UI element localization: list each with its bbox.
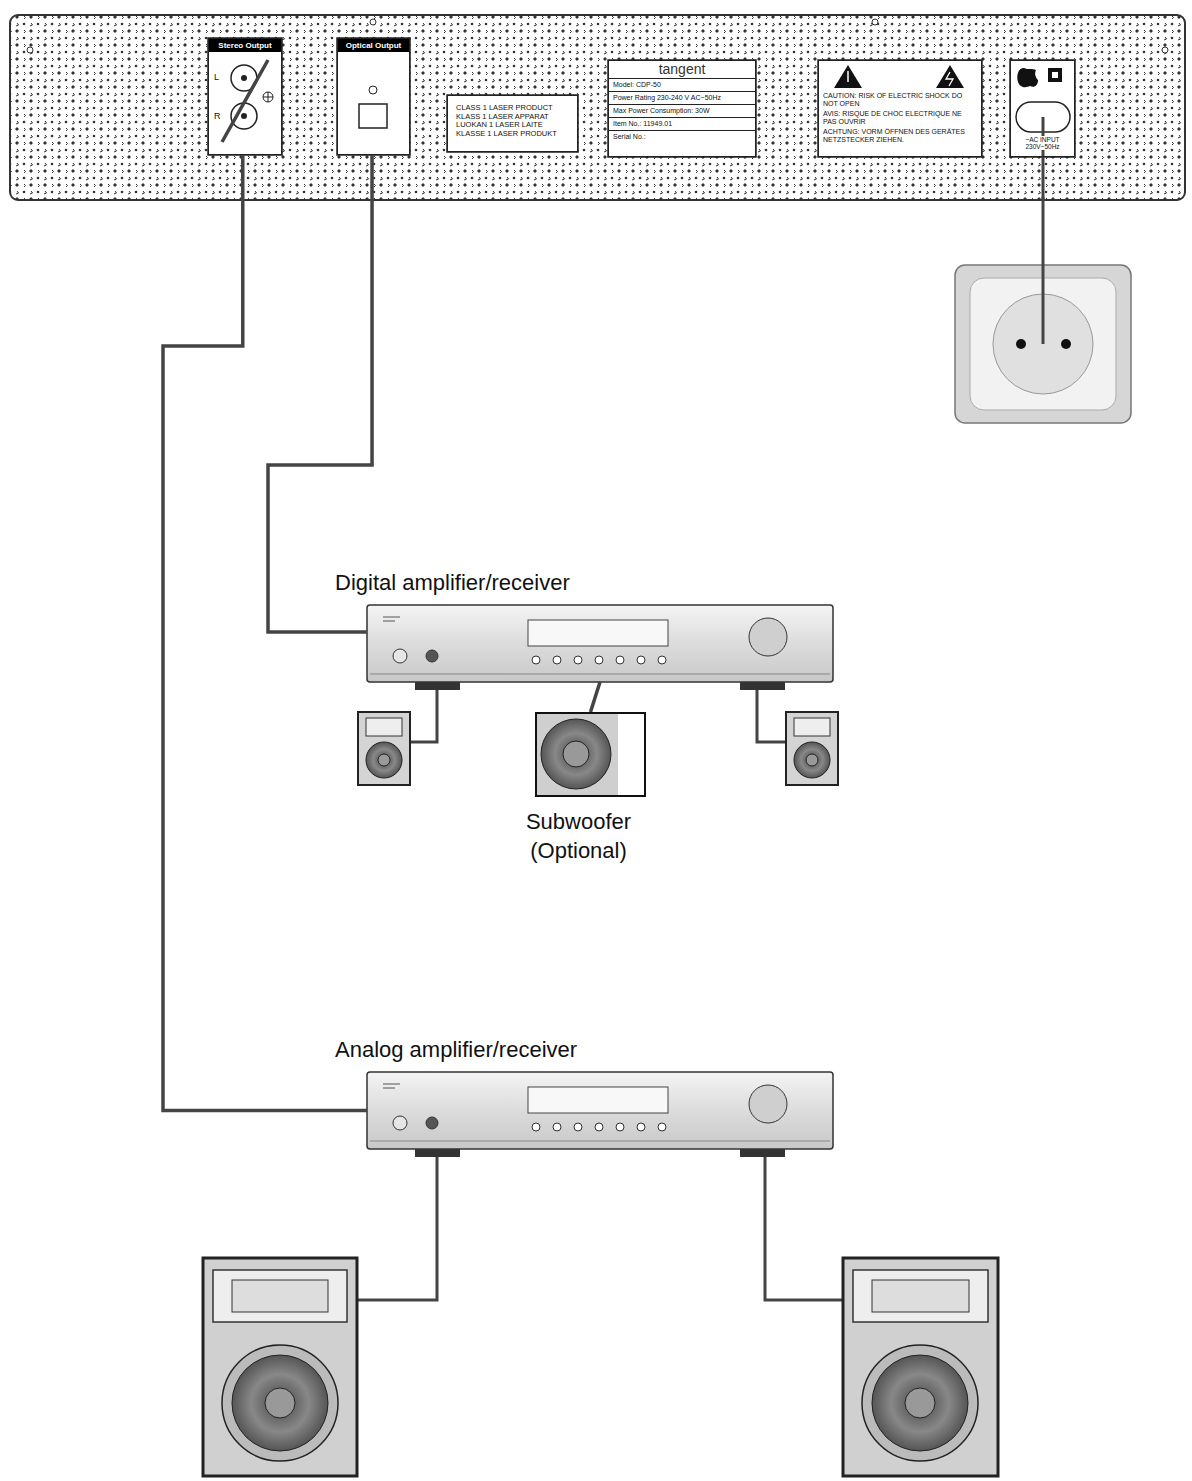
warning-text: CLASS 1 LASER PRODUCT: [456, 104, 571, 113]
rating-label: tangentModel: CDP-50Power Rating 230-240…: [608, 60, 756, 157]
warning-text: KLASSE 1 LASER PRODUKT: [456, 130, 571, 139]
warning-text: AVIS: RISQUE DE CHOC ELECTRIQUE NE PAS O…: [823, 110, 977, 126]
output-panel: Stereo OutputL R: [208, 38, 282, 155]
power-inlet-panel: ~AC INPUT 230V~50Hz: [1010, 60, 1075, 157]
large-speaker: [843, 1258, 998, 1476]
subwoofer: [535, 712, 618, 797]
laser-label: CLASS 1 LASER PRODUCTKLASS 1 LASER APPAR…: [447, 95, 578, 152]
signal-cable: [268, 155, 372, 632]
amplifier-body: [367, 605, 833, 690]
small-speaker: [786, 712, 838, 785]
caution-label: CAUTION: RISK OF ELECTRIC SHOCK DO NOT O…: [818, 60, 982, 157]
back-panel: [10, 15, 1185, 200]
mains-lead: [1042, 197, 1045, 344]
output-panel: Optical Output: [337, 38, 410, 155]
signal-cable: [591, 682, 601, 712]
small-speaker: [358, 712, 410, 785]
panel-heading: Stereo Output: [209, 39, 281, 52]
wall-socket: [955, 117, 1131, 423]
device-label: Digital amplifier/receiver: [335, 570, 570, 596]
warning-text: LUOKAN 1 LASER LAITE: [456, 121, 571, 130]
optical-port: [359, 86, 387, 128]
mains-lead-panel: [1043, 157, 1044, 200]
device-label: Subwoofer (Optional): [515, 808, 642, 865]
rating-text: Power Rating 230-240 V AC~50Hz: [609, 92, 755, 105]
amplifier: Analog amplifier/receiver: [367, 1072, 833, 1149]
rating-text: Model: CDP-50: [609, 79, 755, 92]
channel-label: L: [214, 72, 219, 82]
warning-text: CAUTION: RISK OF ELECTRIC SHOCK DO NOT O…: [823, 92, 977, 108]
subwoofer-box: Subwoofer (Optional): [535, 712, 646, 797]
warning-symbols: [834, 65, 964, 88]
warning-text: KLASS 1 LASER APPARAT: [456, 113, 571, 122]
large-speaker: [203, 1258, 357, 1476]
rca-jacks: [222, 60, 273, 142]
inlet-label: ~AC INPUT 230V~50Hz: [1015, 136, 1070, 150]
speaker-wires: [357, 690, 843, 1300]
brand-name: tangent: [609, 61, 755, 79]
rating-text: Item No.: 11949.01: [609, 118, 755, 131]
panel-heading: Optical Output: [338, 39, 409, 52]
amplifier-body: [367, 1072, 833, 1157]
rating-text: Serial No.:: [609, 131, 755, 143]
channel-label: R: [214, 111, 221, 121]
amplifier: Digital amplifier/receiver: [367, 605, 833, 682]
device-label: Analog amplifier/receiver: [335, 1037, 577, 1063]
rating-text: Max Power Consumption: 30W: [609, 105, 755, 118]
warning-text: ACHTUNG: VORM ÖFFNEN DES GERÄTES NETZSTE…: [823, 128, 977, 144]
